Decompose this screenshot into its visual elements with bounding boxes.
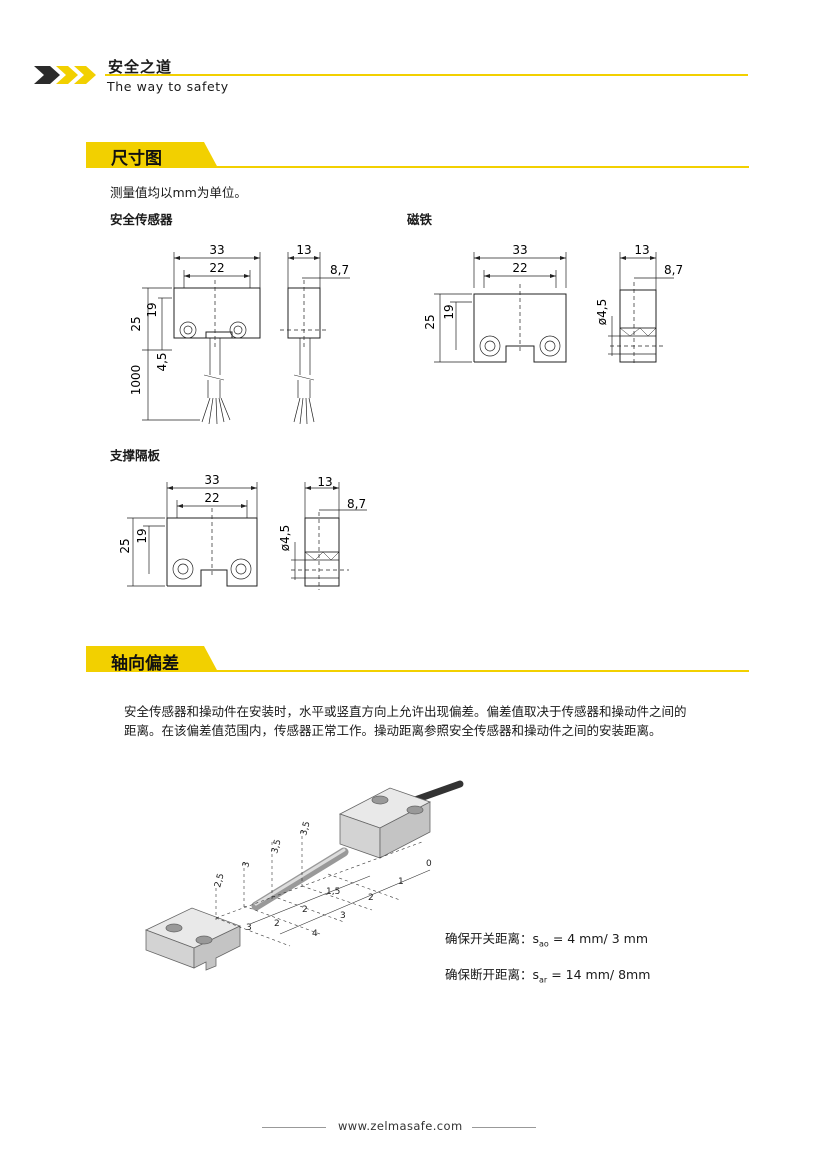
sensor-front-height-outer: 25 [129,316,143,331]
sensor-front-cable: 1000 [129,365,143,396]
iso-s4: 4 [312,929,318,939]
bracket-front-width-outer: 33 [204,473,219,487]
legend-switch-on-symbol: s [532,931,540,946]
magnet-front-height-inner: 19 [442,304,456,319]
deviation-paragraph-line-2: 距离。在该偏差值范围内，传感器正常工作。操动距离参照安全传感器和操动件之间的安装… [124,723,662,738]
axial-deviation-illustration: 2,5 3 3,5 3,5 0 1 2 3 4 1,5 2 2 3 [144,780,464,971]
magnet-side-hole: ø4,5 [595,299,609,325]
sensor-front-drawing: 33 22 25 19 4,5 1000 [129,243,261,425]
sensor-front-width-inner: 22 [209,261,224,275]
magnet-front-width-inner: 22 [512,261,527,275]
header-rule [105,74,748,76]
bracket-front-height-inner: 19 [135,528,149,543]
iso-v1: 2,5 [213,872,226,888]
section-title-deviation: 轴向偏差 [111,654,179,674]
legend-switch-off-symbol: s [532,967,540,982]
section-banner-dimensions [86,142,749,168]
sensor-heading: 安全传感器 [110,212,173,227]
magnet-side-width: 13 [634,243,649,257]
sensor-front-width-outer: 33 [209,243,224,257]
legend-switch-on-label: 确保开关距离： [445,931,533,946]
footer-rule-right [472,1127,536,1128]
bracket-side-drawing: 13 8,7 ø4,5 [278,475,367,590]
magnet-front-width-outer: 33 [512,243,527,257]
deviation-paragraph-line-1: 安全传感器和操动件在安装时，水平或竖直方向上允许出现偏差。偏差值取决于传感器和操… [124,704,687,719]
sensor-side-width: 13 [296,243,311,257]
sensor-front-height-inner: 19 [145,302,159,317]
bracket-front-width-inner: 22 [204,491,219,505]
iso-h3: 2 [274,919,280,929]
legend-switch-on-distance: 确保开关距离：sao = 4 mm/ 3 mm [445,928,648,949]
bracket-front-drawing: 33 22 25 19 [118,473,258,587]
bracket-heading: 支撑隔板 [110,448,161,463]
magnet-heading: 磁铁 [407,212,433,227]
footer-rule-left [262,1127,326,1128]
section-banner-deviation [86,646,749,672]
iso-s1: 1 [398,877,404,887]
legend-switch-on-value: = 4 mm/ 3 mm [552,931,649,946]
magnet-front-drawing: 33 22 25 19 [423,243,567,363]
bracket-side-width: 13 [317,475,332,489]
legend-switch-off-distance: 确保断开距离：sar = 14 mm/ 8mm [445,964,650,985]
deviation-paragraph: 安全传感器和操动件在安装时，水平或竖直方向上允许出现偏差。偏差值取决于传感器和操… [124,702,764,740]
iso-v2: 3 [241,861,252,869]
iso-v3: 3,5 [270,838,283,854]
brand-name-cn: 安全之道 [108,58,173,76]
iso-h4: 3 [246,923,252,933]
brand-slogan: The way to safety [107,79,229,94]
magnet-front-height-outer: 25 [423,314,437,329]
magnet-side-drawing: 13 8,7 ø4,5 [595,243,683,366]
iso-s2: 2 [368,893,374,903]
section-title-dimensions: 尺寸图 [111,149,162,169]
legend-switch-off-subscript: ar [539,975,548,985]
magnet-side-depth: 8,7 [664,263,683,277]
bracket-side-hole: ø4,5 [278,525,292,551]
brand-chevron-logo [34,66,96,84]
bracket-side-depth: 8,7 [347,497,366,511]
legend-switch-off-label: 确保断开距离： [445,967,533,982]
iso-s0: 0 [426,859,432,869]
iso-s3: 3 [340,911,346,921]
bracket-front-height-outer: 25 [118,538,132,553]
legend-switch-off-value: = 14 mm/ 8mm [551,967,651,982]
footer-url[interactable]: www.zelmasafe.com [338,1119,463,1133]
units-note: 测量值均以mm为单位。 [110,185,247,200]
iso-h1: 1,5 [326,887,340,897]
sensor-side-drawing: 13 8,7 [280,243,350,425]
sensor-front-slot: 4,5 [155,352,169,371]
sensor-side-depth: 8,7 [330,263,349,277]
iso-h2: 2 [302,905,308,915]
legend-switch-on-subscript: ao [539,939,549,949]
iso-v4: 3,5 [299,820,312,836]
